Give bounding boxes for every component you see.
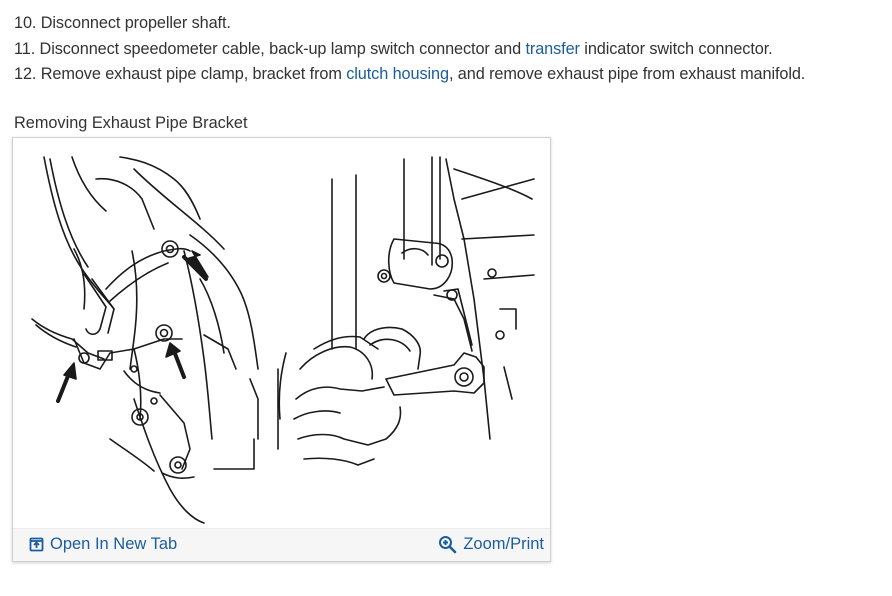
left-drawing bbox=[31, 156, 259, 524]
figure-footer: Open In New Tab Zoom/Print bbox=[13, 528, 550, 561]
transfer-link[interactable]: transfer bbox=[525, 39, 580, 58]
open-in-new-tab-link[interactable]: Open In New Tab bbox=[29, 535, 177, 554]
open-in-new-tab-icon bbox=[29, 537, 44, 552]
arrow-icons bbox=[56, 250, 209, 403]
magnifier-plus-icon bbox=[439, 536, 457, 554]
figure-caption: Removing Exhaust Pipe Bracket bbox=[14, 114, 248, 132]
open-in-new-tab-label: Open In New Tab bbox=[50, 535, 178, 553]
step-10: 10. Disconnect propeller shaft. bbox=[14, 11, 890, 37]
step-text: 12. Remove exhaust pipe clamp, bracket f… bbox=[14, 65, 347, 83]
step-12: 12. Remove exhaust pipe clamp, bracket f… bbox=[14, 62, 890, 88]
step-11: 11. Disconnect speedometer cable, back-u… bbox=[14, 37, 890, 63]
exhaust-bracket-illustration[interactable] bbox=[14, 139, 549, 527]
step-text: 10. Disconnect propeller shaft. bbox=[14, 14, 231, 32]
instruction-steps: 10. Disconnect propeller shaft. 11. Disc… bbox=[14, 11, 890, 88]
step-text: 11. Disconnect speedometer cable, back-u… bbox=[14, 39, 526, 58]
zoom-print-link[interactable]: Zoom/Print bbox=[438, 535, 544, 554]
figure-container: Open In New Tab Zoom/Print bbox=[12, 137, 551, 562]
clutch-housing-link[interactable]: clutch housing bbox=[346, 65, 449, 83]
zoom-print-label: Zoom/Print bbox=[463, 535, 544, 553]
step-text: , and remove exhaust pipe from exhaust m… bbox=[448, 65, 806, 83]
step-text: indicator switch connector. bbox=[579, 39, 773, 58]
right-drawing bbox=[277, 156, 535, 466]
